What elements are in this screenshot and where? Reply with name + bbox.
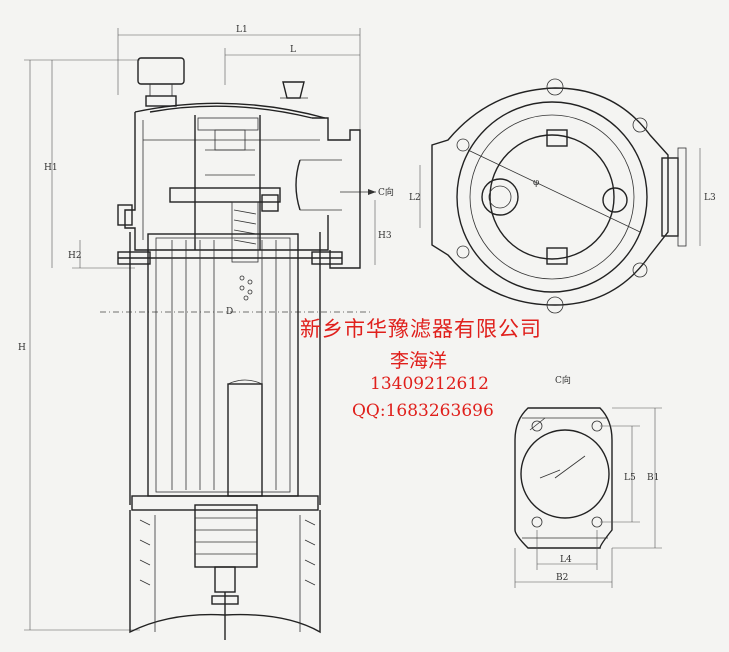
- dim-label-h: H: [18, 343, 26, 353]
- dim-label-l2: L2: [409, 193, 421, 203]
- dim-label-flange-c: C向: [555, 374, 571, 386]
- dim-label-b2: B2: [556, 573, 568, 583]
- dim-label-l3: L3: [704, 193, 716, 203]
- dim-label-d: D: [226, 307, 233, 317]
- phone-number: 13409212612: [370, 374, 489, 394]
- contact-person: 李海洋: [390, 350, 448, 372]
- company-name: 新乡市华豫滤器有限公司: [300, 317, 542, 341]
- filter-section-view: L1 L H H1 H2 H3 C向: [18, 25, 394, 640]
- dim-label-h2: H2: [68, 251, 82, 261]
- flange-view-c: C向 L5 B1 L4 B2: [514, 374, 662, 588]
- filter-plan-view: φ L2 L3: [409, 78, 716, 314]
- dim-label-l1: L1: [236, 25, 248, 35]
- dim-label-b1: B1: [647, 473, 659, 483]
- dim-label-h3: H3: [378, 231, 392, 241]
- dim-label-l: L: [290, 45, 296, 55]
- dim-label-h1: H1: [44, 163, 58, 173]
- dim-label-l5: L5: [624, 473, 636, 483]
- dim-label-l4: L4: [560, 555, 572, 565]
- dim-label-phi: φ: [533, 178, 539, 188]
- qq-number: QQ:1683263696: [352, 401, 494, 421]
- dim-label-c-direction: C向: [378, 186, 394, 198]
